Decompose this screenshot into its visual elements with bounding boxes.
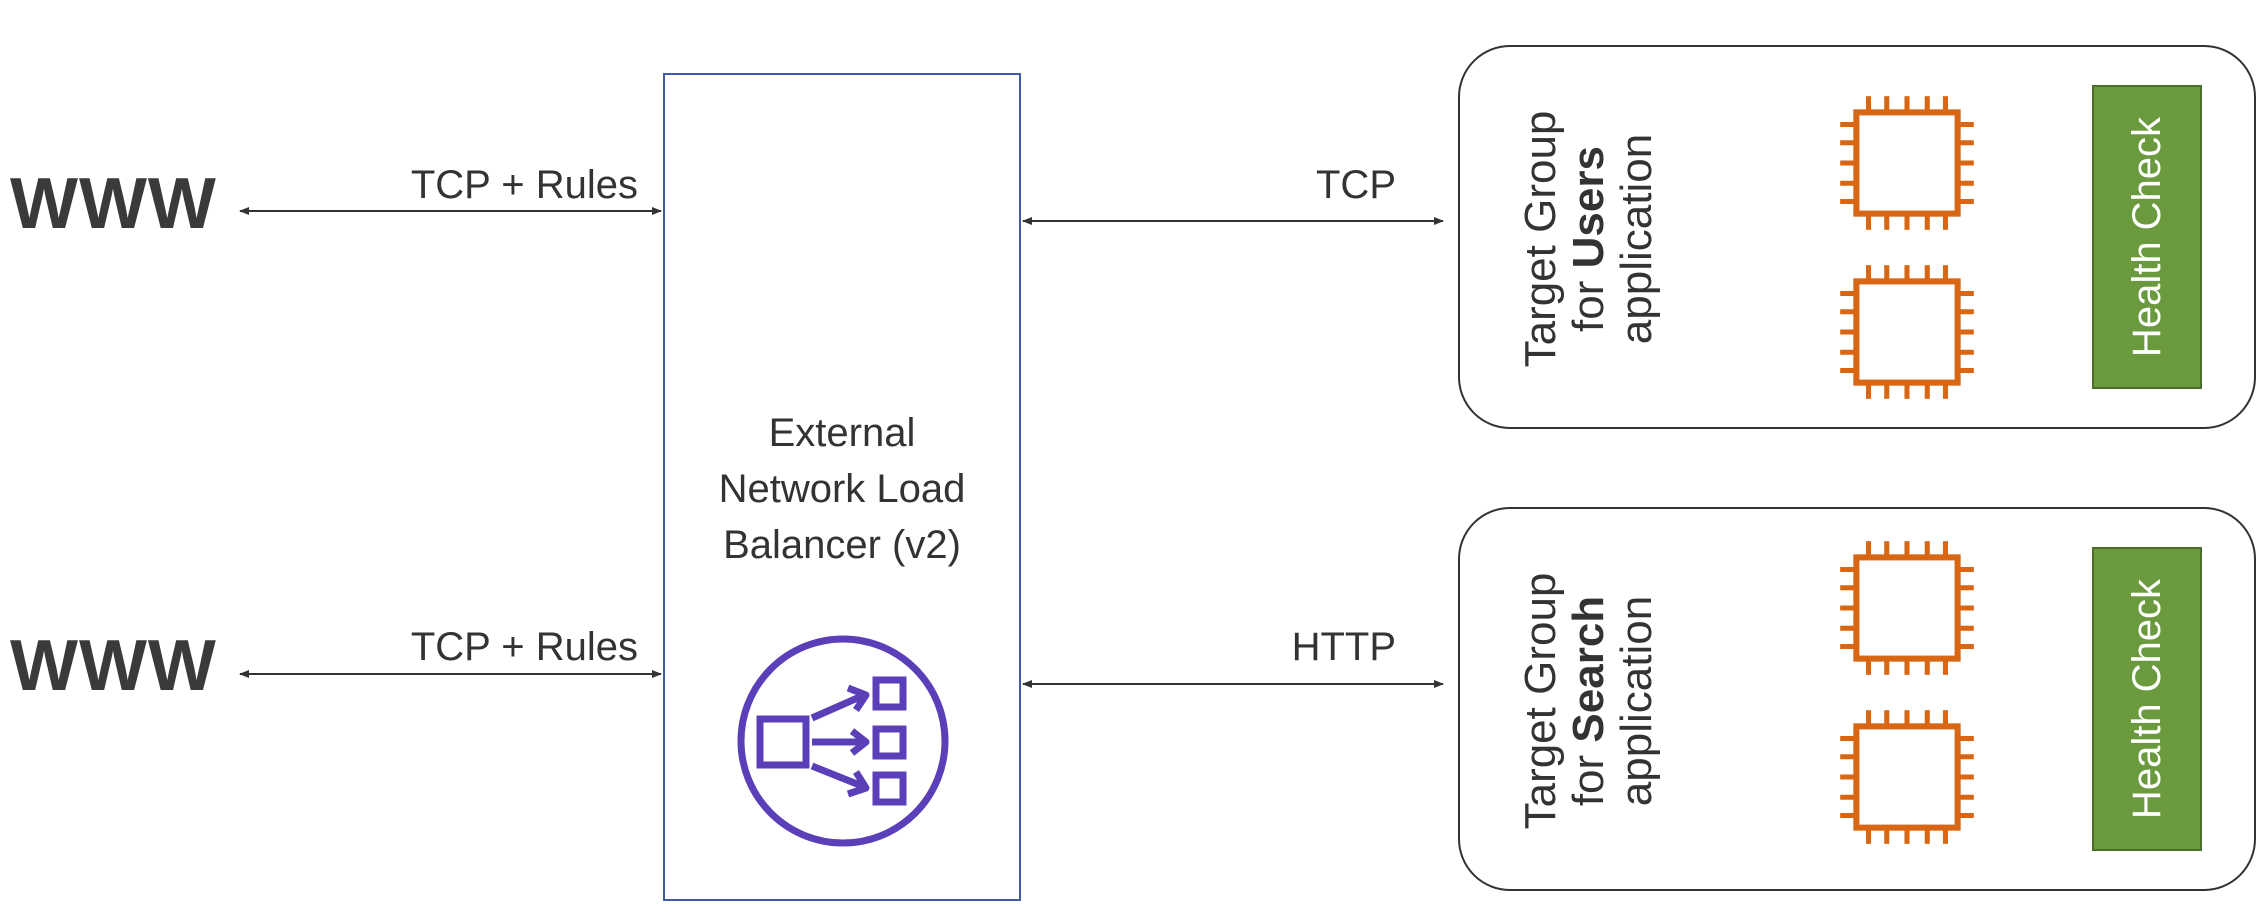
target-link-2-label: HTTP xyxy=(1291,625,1396,669)
ec2-instance-icon xyxy=(1840,541,1974,675)
www-client-2: WWW xyxy=(10,626,217,706)
www-client-1: WWW xyxy=(10,164,217,244)
ec2-instance-icon xyxy=(1840,265,1974,399)
health-check-users: Health Check xyxy=(2092,85,2202,389)
load-balancer-label: External Network Load Balancer (v2) xyxy=(663,405,1021,573)
health-check-search: Health Check xyxy=(2092,547,2202,851)
ec2-instance-icon xyxy=(1840,96,1974,230)
elastic-load-balancing-icon xyxy=(737,635,949,847)
client-link-1-label: TCP + Rules xyxy=(410,163,638,207)
load-balancer-label-line-1: External xyxy=(768,411,916,455)
load-balancer-label-line-2: Network Load xyxy=(718,467,966,511)
load-balancer-label-line-3: Balancer (v2) xyxy=(723,523,961,567)
load-balancer-box xyxy=(663,73,1021,901)
target-link-1-label: TCP xyxy=(1316,163,1396,207)
client-link-2-label: TCP + Rules xyxy=(410,625,638,669)
ec2-instance-icon xyxy=(1840,710,1974,844)
